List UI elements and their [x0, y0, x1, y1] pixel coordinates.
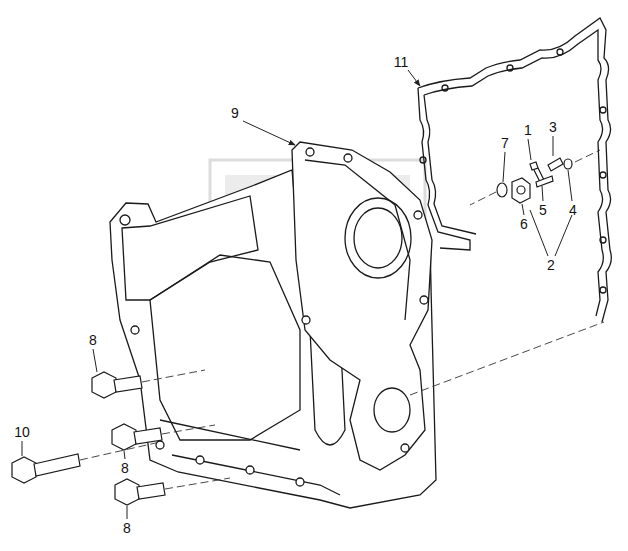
callout-number: 8 [88, 332, 98, 348]
callout-number: 6 [519, 216, 529, 232]
assembly-lines [80, 150, 604, 489]
callout-number: 3 [548, 119, 558, 135]
callout-number: 11 [393, 54, 410, 70]
callout-number: 7 [500, 135, 510, 151]
callout-number: 2 [546, 257, 556, 273]
callout-number: 8 [120, 460, 130, 476]
callout-number: 4 [568, 202, 578, 218]
fitting-parts [497, 158, 572, 203]
cover-plate [292, 142, 432, 470]
callout-number: 10 [13, 424, 31, 440]
bolts [12, 372, 165, 505]
gasket [418, 18, 611, 322]
callout-number: 1 [523, 122, 533, 138]
callout-number: 9 [230, 105, 240, 121]
callout-number: 5 [538, 202, 548, 218]
leader-lines [22, 70, 572, 519]
callout-number: 8 [122, 520, 132, 536]
